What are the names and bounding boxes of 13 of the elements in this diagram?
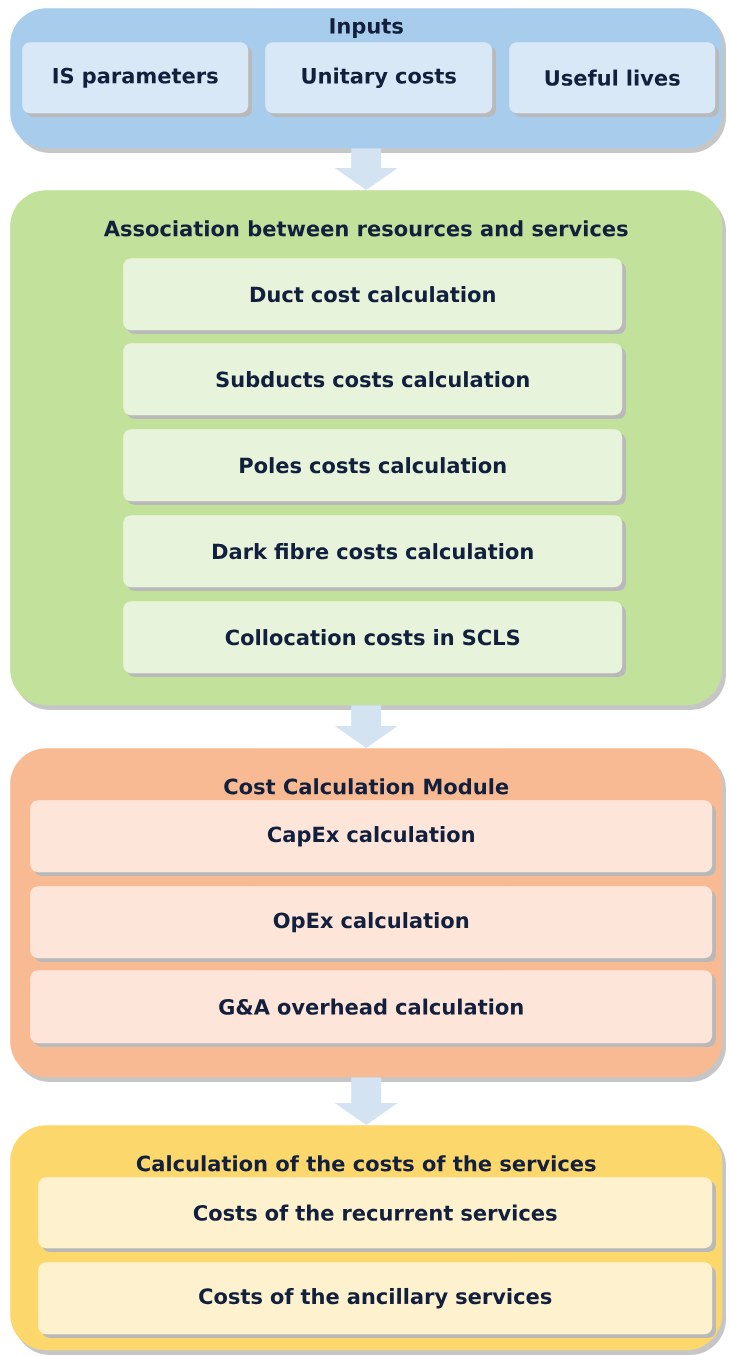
process-box: Costs of the ancillary services xyxy=(38,1262,716,1338)
process-box: Poles costs calculation xyxy=(123,429,626,505)
process-box: Subducts costs calculation xyxy=(123,343,626,419)
process-box: Useful lives xyxy=(509,42,719,117)
process-box: CapEx calculation xyxy=(30,800,716,876)
process-box: Costs of the recurrent services xyxy=(38,1177,716,1252)
process-box: Dark fibre costs calculation xyxy=(123,515,626,591)
process-box: Collocation costs in SCLS xyxy=(123,601,626,677)
process-box: IS parameters xyxy=(22,42,252,117)
process-box: G&A overhead calculation xyxy=(30,970,716,1047)
process-box: OpEx calculation xyxy=(30,886,716,962)
process-box: Unitary costs xyxy=(265,42,496,117)
process-box: Duct cost calculation xyxy=(123,258,626,334)
